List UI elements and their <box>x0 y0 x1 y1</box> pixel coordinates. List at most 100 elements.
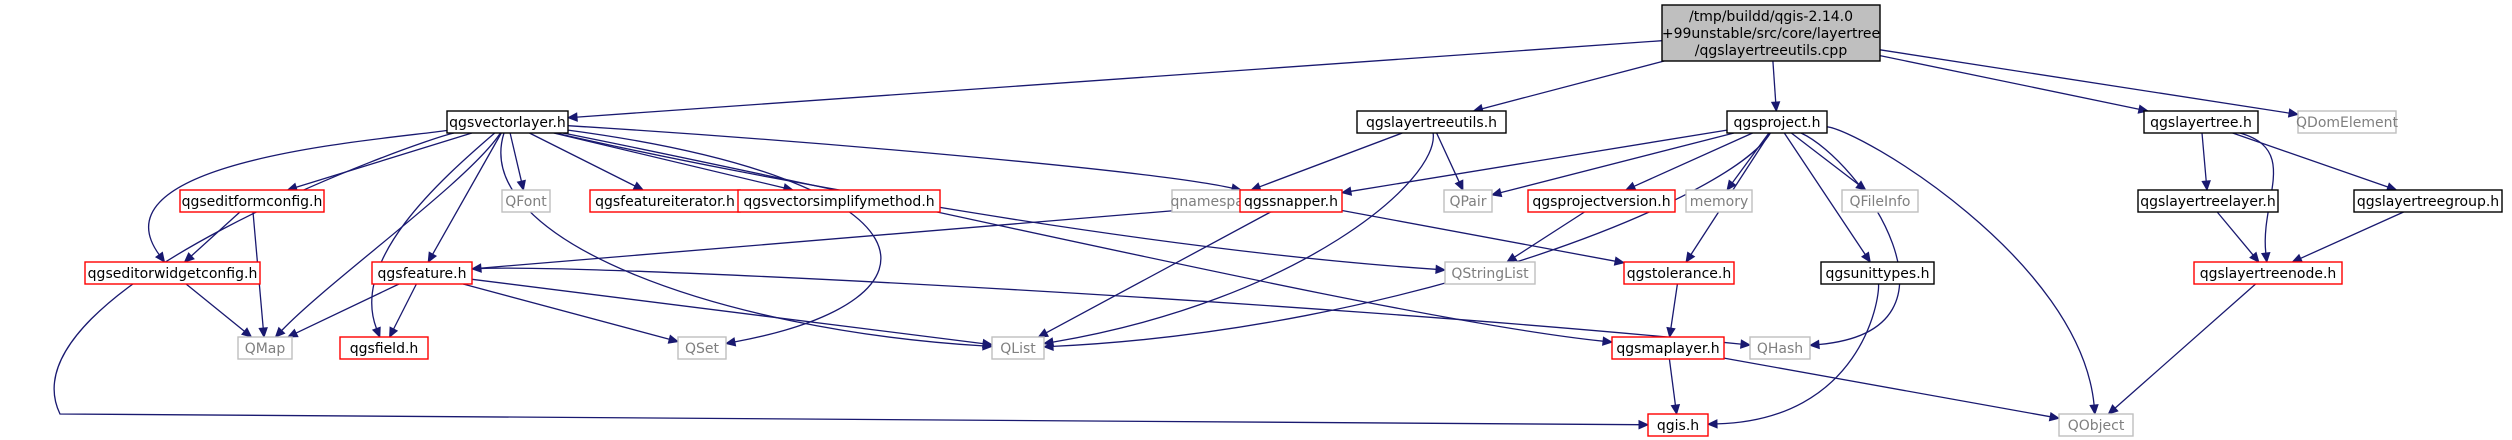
node-box <box>371 261 473 285</box>
node-qgsfield_h[interactable]: qgsfield.h <box>339 336 429 360</box>
node-label: qgsprojectversion.h <box>1532 194 1670 210</box>
edge-qgslayertreeutils_h-to-QPair <box>1436 132 1464 192</box>
edge-line <box>1723 357 2051 418</box>
node-box <box>446 110 569 134</box>
edge-qgstolerance_h-to-qgsmaplayer_h <box>1666 283 1679 339</box>
node-QHash[interactable]: QHash <box>1749 336 1811 360</box>
arrowhead <box>667 334 680 344</box>
arrowhead <box>1860 251 1871 264</box>
node-label: qgssnapper.h <box>1244 194 1338 210</box>
edge-line <box>1500 132 1735 194</box>
node-box <box>2143 110 2259 134</box>
edge-root-to-qgsproject_h <box>1770 60 1781 113</box>
edge-line <box>190 211 241 257</box>
arrowhead <box>1037 328 1049 338</box>
node-QMap[interactable]: QMap <box>237 336 293 360</box>
edge-qgsproject_h-to-qgssnapper_h <box>1340 129 1728 196</box>
node-qgslayertreeutils_h[interactable]: qgslayertreeutils.h <box>1356 110 1507 134</box>
edge-line <box>576 40 1663 118</box>
edge-root-to-qgsvectorlayer_h <box>566 40 1663 122</box>
node-QStringList[interactable]: QStringList <box>1444 261 1536 285</box>
node-label: QHash <box>1757 341 1803 357</box>
edge-qgsvectorlayer_h-to-QMap <box>274 132 501 338</box>
edge-qgsvectorlayer_h-to-qgsvectorsimplifymethod_h <box>553 132 794 193</box>
arrowhead <box>2089 404 2099 416</box>
edge-line <box>567 125 1233 189</box>
arrowhead <box>258 327 268 339</box>
node-qgslayertreelayer_h[interactable]: qgslayertreelayer.h <box>2137 189 2279 213</box>
node-qgseditorwidgetconfig_h[interactable]: qgseditorwidgetconfig.h <box>84 261 261 285</box>
arrowhead <box>1042 341 1054 352</box>
node-box <box>339 336 429 360</box>
node-qgsprojectversion_h[interactable]: qgsprojectversion.h <box>1527 189 1676 213</box>
node-qgsmaplayer_h[interactable]: qgsmaplayer.h <box>1611 336 1725 360</box>
arrowhead <box>286 328 299 338</box>
node-qgsvectorsimplifymethod_h[interactable]: qgsvectorsimplifymethod.h <box>737 189 941 213</box>
node-qgsvectorlayer_h[interactable]: qgsvectorlayer.h <box>446 110 569 134</box>
node-qgis_h[interactable]: qgis.h <box>1647 413 1709 437</box>
edge-root-to-qgslayertree_h <box>1879 54 2150 114</box>
node-qgsunittypes_h[interactable]: qgsunittypes.h <box>1820 261 1935 285</box>
arrowhead <box>1340 186 1353 196</box>
edge-line <box>1670 283 1679 329</box>
edge-qgssnapper_h-to-qgstolerance_h <box>1341 209 1626 266</box>
node-qgsfeatureiterator_h[interactable]: qgsfeatureiterator.h <box>589 189 741 213</box>
node-box <box>179 189 325 213</box>
edge-qgsunittypes_h-to-qgis_h <box>1706 283 1880 429</box>
node-QFileInfo[interactable]: QFileInfo <box>1841 189 1919 213</box>
node-qgstolerance_h[interactable]: qgstolerance.h <box>1623 261 1735 285</box>
arrowhead <box>2048 411 2061 422</box>
edge-line <box>509 132 523 182</box>
node-box <box>677 336 727 360</box>
edge-qgsmaplayer_h-to-QObject <box>1723 357 2061 422</box>
node-QFont[interactable]: QFont <box>501 189 551 213</box>
node-qgseditformconfig_h[interactable]: qgseditformconfig.h <box>179 189 325 213</box>
nodes-layer: /tmp/buildd/qgis-2.14.0+99unstable/src/c… <box>84 4 2503 437</box>
arrowhead <box>1685 251 1696 264</box>
arrowhead <box>154 251 166 263</box>
node-label: /tmp/buildd/qgis-2.14.0 <box>1689 9 1853 25</box>
node-root[interactable]: /tmp/buildd/qgis-2.14.0+99unstable/src/c… <box>1661 4 1881 62</box>
node-qgssnapper_h[interactable]: qgssnapper.h <box>1239 189 1343 213</box>
node-qgsproject_h[interactable]: qgsproject.h <box>1726 110 1828 134</box>
node-box <box>1527 189 1676 213</box>
node-QDomElement[interactable]: QDomElement <box>2296 110 2398 134</box>
arrowhead <box>1435 264 1447 275</box>
node-QSet[interactable]: QSet <box>677 336 727 360</box>
edge-line <box>1046 211 1271 334</box>
node-box <box>237 336 293 360</box>
node-memory[interactable]: memory <box>1685 189 1753 213</box>
edge-line <box>1790 132 1859 186</box>
node-qgslayertreegroup_h[interactable]: qgslayertreegroup.h <box>2353 189 2503 213</box>
arrowhead <box>241 327 253 338</box>
edge-line <box>2232 132 2389 188</box>
edge-line <box>393 283 417 330</box>
node-QList[interactable]: QList <box>991 336 1045 360</box>
arrowhead <box>2249 251 2260 263</box>
edge-line <box>281 132 501 331</box>
node-label: qgslayertreegroup.h <box>2357 194 2499 210</box>
node-label: qgsfeature.h <box>378 266 467 282</box>
node-QObject[interactable]: QObject <box>2058 413 2134 437</box>
arrowhead <box>1706 419 1718 429</box>
edge-line <box>1668 358 1677 406</box>
edge-qgsfeature_h-to-QHash <box>471 267 1752 349</box>
node-box <box>1647 413 1709 437</box>
node-box <box>2353 189 2503 213</box>
edge-line <box>2201 132 2207 182</box>
node-box <box>2058 413 2134 437</box>
arrowhead <box>1505 252 1518 263</box>
node-label: qgis.h <box>1657 418 1699 434</box>
node-box <box>991 336 1045 360</box>
node-qgsfeature_h[interactable]: qgsfeature.h <box>371 261 473 285</box>
arrowhead <box>1490 187 1503 198</box>
node-qgslayertree_h[interactable]: qgslayertree.h <box>2143 110 2259 134</box>
node-qgslayertreenode_h[interactable]: qgslayertreenode.h <box>2193 261 2343 285</box>
node-QPair[interactable]: QPair <box>1443 189 1493 213</box>
edge-qgslayertree_h-to-qgslayertreelayer_h <box>2201 132 2211 192</box>
node-box <box>1685 189 1753 213</box>
node-label: qgslayertreelayer.h <box>2140 194 2276 210</box>
node-box <box>2297 110 2397 134</box>
node-label: qgsproject.h <box>1734 115 1821 131</box>
edge-qgsproject_h-to-qgsunittypes_h <box>1783 132 1871 264</box>
